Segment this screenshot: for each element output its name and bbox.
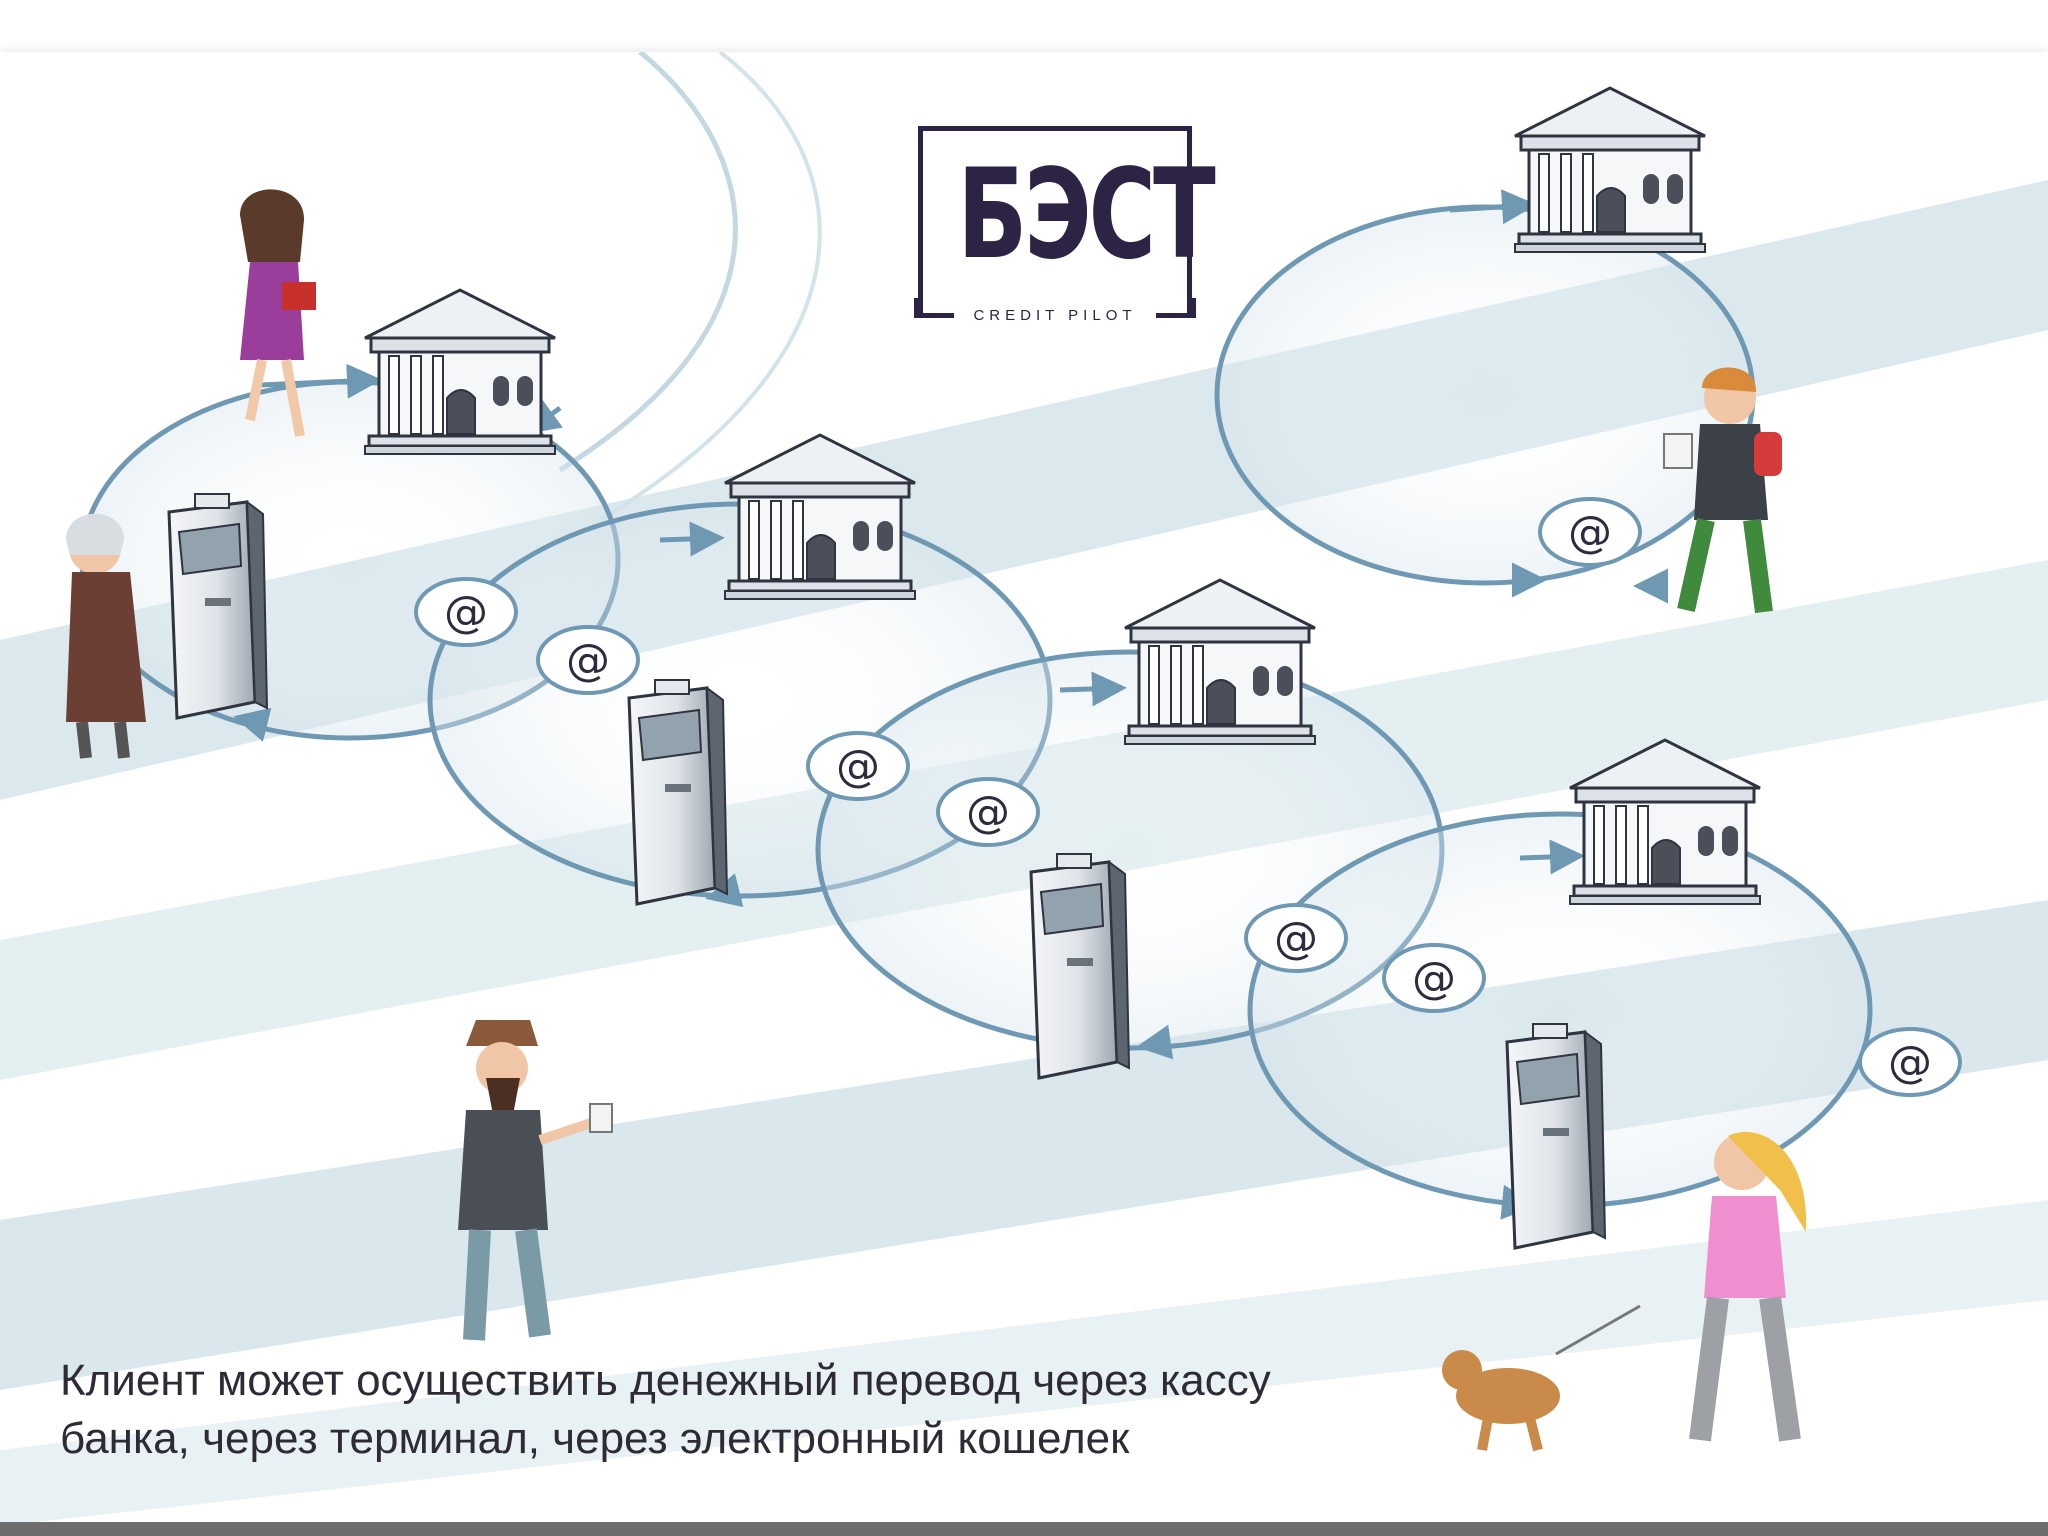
terminal-3 [1029, 853, 1131, 1080]
caption-text: Клиент может осуществить денежный перево… [60, 1356, 1271, 1463]
wallet-at-label: @ [836, 741, 880, 792]
logo-wordmark: БЭСТ [957, 143, 1215, 287]
woman-walking-dog [1442, 1131, 1807, 1452]
logo-frame-base-left [914, 313, 954, 318]
terminals-layer [167, 493, 1607, 1250]
wallet-at-label: @ [1888, 1037, 1932, 1088]
wallet-3: @ [806, 731, 910, 801]
logo-frame: БЭСТ [918, 126, 1216, 316]
wallet-1: @ [414, 577, 518, 647]
wallet-at-label: @ [566, 635, 610, 686]
wallet-at-label: @ [1412, 953, 1456, 1004]
wallet-4: @ [936, 777, 1040, 847]
wallet-at-label: @ [1274, 913, 1318, 964]
wallet-at-label: @ [1568, 507, 1612, 558]
elderly-woman-at-terminal [66, 513, 146, 759]
bank-1 [364, 288, 556, 455]
terminal-2 [627, 679, 729, 906]
logo-frame-corner-right [1191, 298, 1196, 318]
bottom-bar [0, 1522, 2048, 1536]
wallet-2: @ [536, 625, 640, 695]
logo-tagline: CREDIT PILOT [973, 307, 1137, 324]
wallets-layer: @ @ @ @ @ @ @ @ [414, 497, 1962, 1097]
bank-3 [1124, 578, 1316, 745]
top-margin [0, 0, 2048, 52]
slide: @ @ @ @ @ @ @ @ [0, 52, 2048, 1526]
logo-frame-base-right [1156, 313, 1196, 318]
wallet-7: @ [1858, 1027, 1962, 1097]
wallet-at-label: @ [444, 587, 488, 638]
wallet-at-label: @ [966, 787, 1010, 838]
wallet-8: @ [1538, 497, 1642, 567]
bank-2 [724, 433, 916, 600]
bank-5 [1514, 86, 1706, 253]
terminal-4 [1505, 1023, 1607, 1250]
money-transfer-diagram: @ @ @ @ @ @ @ @ [0, 52, 2048, 1526]
logo-tagline-bar: CREDIT PILOT [914, 298, 1196, 328]
woman-in-purple-dress [240, 189, 316, 437]
terminal-1 [167, 493, 269, 720]
young-man-with-phone [1663, 367, 1782, 614]
bank-4 [1569, 738, 1761, 905]
wallet-5: @ [1244, 903, 1348, 973]
logo-frame-corner-left [914, 298, 919, 318]
arrow-heads [233, 189, 1668, 1220]
banks-layer [364, 86, 1761, 905]
wallet-6: @ [1382, 943, 1486, 1013]
loop-5 [1214, 204, 1756, 586]
bearded-man-in-hat [458, 1020, 613, 1341]
